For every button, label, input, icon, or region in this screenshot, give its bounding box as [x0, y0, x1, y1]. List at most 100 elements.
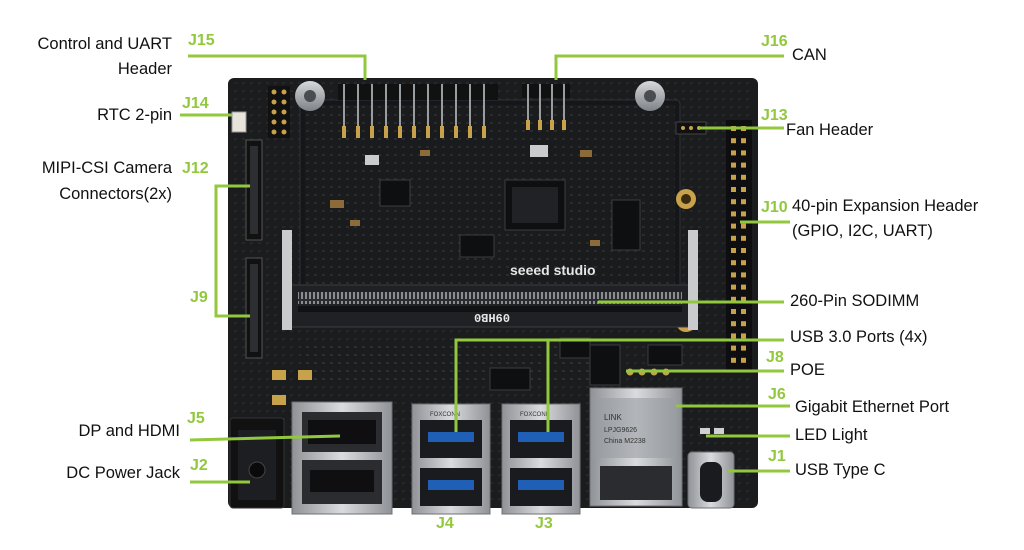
id-j9: J9: [190, 289, 208, 306]
usb-type-c-port: [687, 451, 735, 509]
module-code: 09HB0: [474, 310, 510, 324]
header-pin: [741, 174, 746, 180]
label-led: LED Light: [795, 426, 868, 444]
leader-j16: [554, 54, 784, 80]
label-sodimm: 260-Pin SODIMM: [790, 292, 920, 310]
leader-j12-j9: [214, 184, 250, 318]
id-j8: J8: [766, 349, 784, 366]
ethernet-port: LINK LPJG9626 China M2238: [589, 387, 683, 507]
sodimm-slot: 09HB0: [282, 230, 698, 330]
header-pin: [731, 296, 736, 302]
header-pin: [741, 150, 746, 156]
label-control-uart-line2: Header: [117, 60, 172, 78]
lan-marking: LINK: [604, 413, 622, 422]
dp-hdmi-ports: [291, 401, 393, 515]
j16-header-pins: [522, 84, 570, 130]
lower-components: [272, 337, 683, 405]
label-dc-jack: DC Power Jack: [66, 464, 180, 482]
label-ethernet: Gigabit Ethernet Port: [795, 398, 950, 416]
header-pin: [741, 309, 746, 314]
label-control-uart-line1: Control and UART: [37, 35, 172, 53]
header-pin: [731, 235, 736, 241]
header-pin: [741, 321, 746, 327]
lan-marking: LPJG9626: [604, 427, 637, 434]
j15-header-pins: [338, 84, 498, 138]
id-j14: J14: [182, 95, 209, 112]
compute-module: seeed studio: [299, 99, 696, 332]
header-pin: [741, 199, 746, 205]
led-lights: [700, 428, 724, 434]
j10-expansion-header: [726, 120, 752, 372]
header-pin: [741, 162, 746, 168]
header-pin: [731, 260, 736, 266]
usb-brand-text: FOXCONN: [430, 412, 460, 418]
header-pin: [741, 284, 746, 290]
label-rtc: RTC 2-pin: [97, 106, 172, 124]
label-expansion-line1: 40-pin Expansion Header: [792, 197, 979, 215]
header-pin: [731, 272, 736, 278]
id-j5: J5: [187, 410, 205, 427]
header-pin: [731, 309, 736, 314]
header-pin: [731, 333, 736, 339]
header-pin: [731, 150, 736, 156]
header-pin: [731, 211, 736, 217]
header-pin: [731, 174, 736, 180]
usb3-port-stack-j4: FOXCONN: [411, 403, 491, 515]
leader-j15: [188, 54, 367, 80]
header-pin: [741, 248, 746, 253]
label-mipi-line1: MIPI-CSI Camera: [41, 159, 172, 177]
header-pin: [741, 296, 746, 302]
id-j6: J6: [768, 386, 786, 403]
header-pin: [731, 223, 736, 229]
label-usbc: USB Type C: [795, 461, 886, 479]
id-j1: J1: [768, 448, 786, 465]
header-pin: [731, 248, 736, 253]
leader-j5: [189, 434, 341, 442]
id-j13: J13: [761, 107, 788, 124]
header-pin: [731, 162, 736, 168]
header-pin: [741, 357, 746, 363]
header-pin: [731, 199, 736, 205]
usb-brand-text: FOXCONN: [520, 412, 550, 418]
label-can: CAN: [792, 46, 827, 64]
id-j3: J3: [535, 515, 553, 532]
header-pin: [741, 333, 746, 339]
id-j12: J12: [182, 160, 209, 177]
label-fan: Fan Header: [786, 121, 874, 139]
camera-connectors: [245, 139, 263, 359]
header-pin: [731, 187, 736, 192]
label-mipi-line2: Connectors(2x): [59, 185, 172, 203]
dc-power-jack: [229, 417, 285, 509]
header-pin: [741, 260, 746, 266]
header-pin: [731, 138, 736, 144]
leader-usb3-j4: [454, 338, 784, 432]
header-pin: [741, 211, 746, 217]
header-pin: [741, 272, 746, 278]
header-pin: [741, 235, 746, 241]
id-j15: J15: [188, 32, 215, 49]
label-dp-hdmi: DP and HDMI: [78, 422, 180, 440]
brand-text: seeed studio: [510, 262, 596, 278]
j17-header: [268, 86, 290, 138]
header-pin: [741, 223, 746, 229]
header-pin: [731, 321, 736, 327]
id-j4: J4: [436, 515, 454, 532]
header-pin: [741, 138, 746, 144]
label-usb3: USB 3.0 Ports (4x): [790, 328, 928, 346]
j14-rtc-connector: [231, 111, 247, 133]
mounting-screws: [295, 81, 665, 111]
usb3-port-stack-j3: FOXCONN: [501, 403, 581, 515]
id-j10: J10: [761, 199, 788, 216]
lan-marking: China M2238: [604, 438, 646, 445]
header-pin: [741, 345, 746, 351]
label-expansion-line2: (GPIO, I2C, UART): [792, 222, 933, 240]
header-pin: [731, 284, 736, 290]
header-pin: [741, 187, 746, 192]
header-pin: [731, 357, 736, 363]
leader-lines: [180, 54, 790, 484]
label-poe: POE: [790, 361, 825, 379]
id-j2: J2: [190, 457, 208, 474]
header-pin: [731, 345, 736, 351]
